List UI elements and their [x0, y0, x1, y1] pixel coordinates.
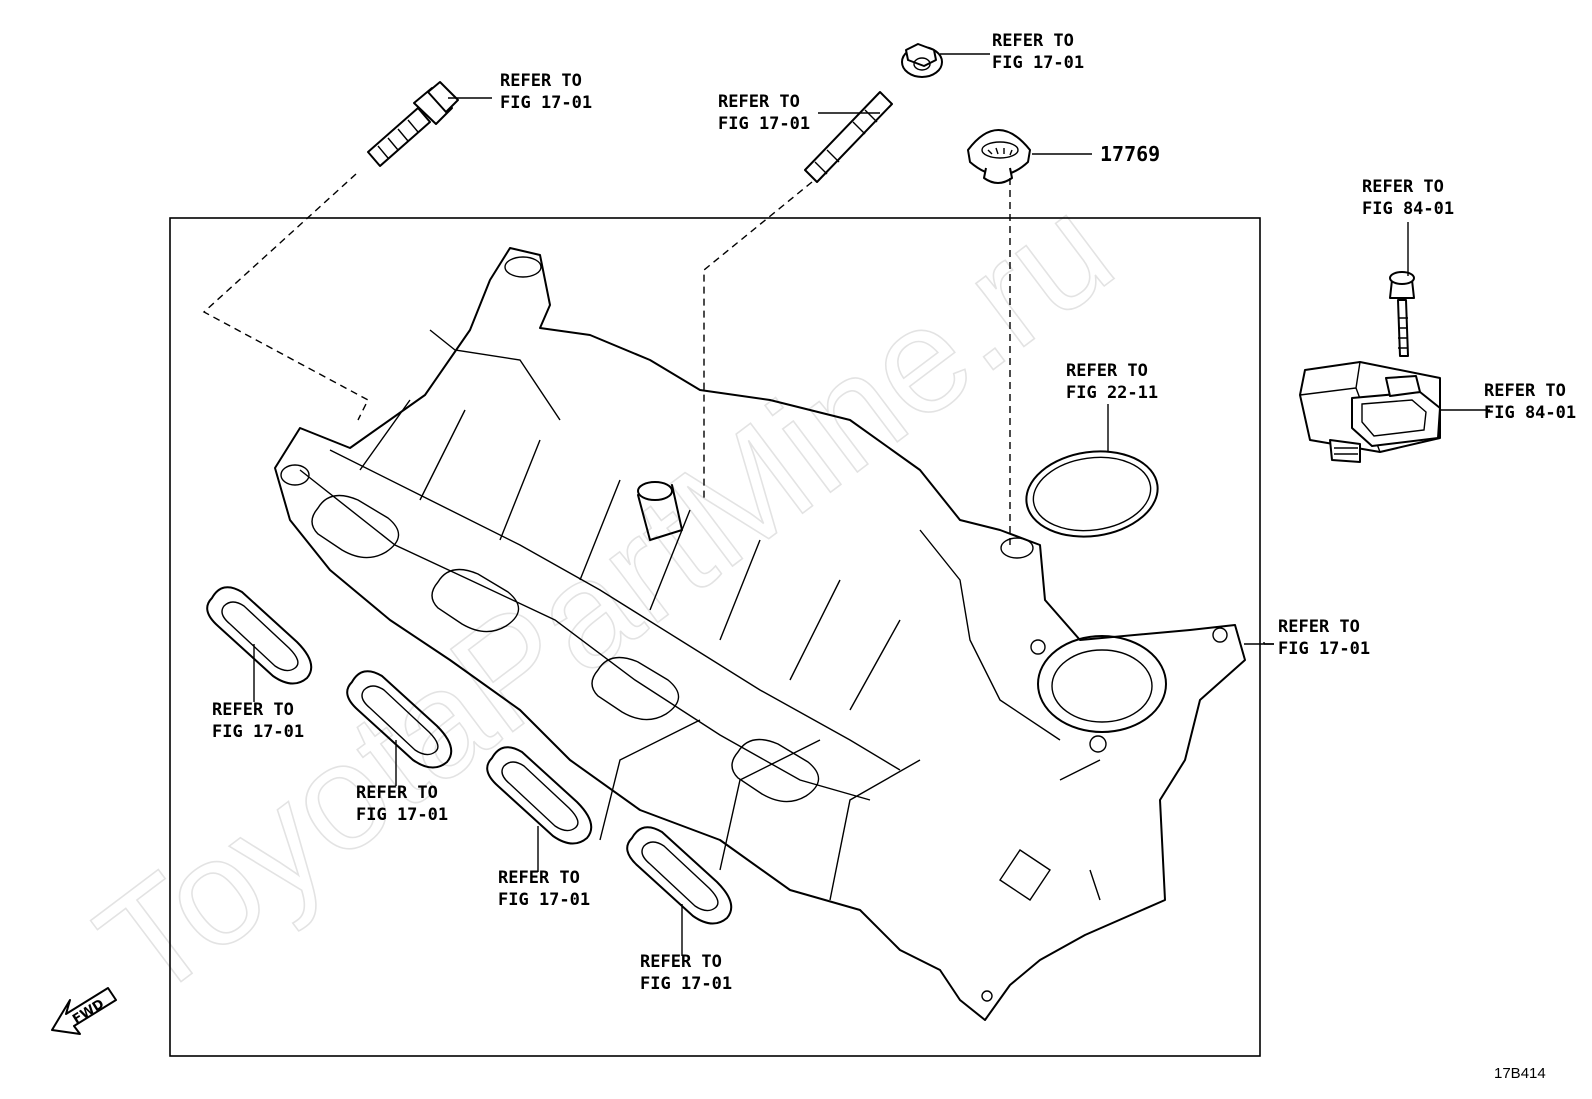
callout-throttle-gasket[interactable]: REFER TO FIG 22-11 — [1066, 361, 1158, 403]
svg-text:REFER TO: REFER TO — [1484, 381, 1566, 401]
manifold-pressure-sensor[interactable] — [1299, 361, 1441, 463]
callout-bolt-top-left[interactable]: REFER TO FIG 17-01 — [500, 71, 592, 113]
part-number-17769[interactable]: 17769 — [1100, 142, 1160, 166]
svg-text:FIG 17-01: FIG 17-01 — [640, 974, 732, 994]
svg-text:FIG 84-01: FIG 84-01 — [1484, 403, 1576, 423]
watermark-text: ToyotaPartMine.ru — [68, 164, 1141, 1031]
flange-bolt[interactable] — [367, 81, 459, 167]
svg-text:REFER TO: REFER TO — [640, 952, 722, 972]
callout-sensor-bolt[interactable]: REFER TO FIG 84-01 — [1362, 177, 1454, 219]
callout-sensor[interactable]: REFER TO FIG 84-01 — [1484, 381, 1576, 423]
svg-text:FIG 17-01: FIG 17-01 — [1278, 639, 1370, 659]
svg-text:REFER TO: REFER TO — [1362, 177, 1444, 197]
svg-text:FIG 17-01: FIG 17-01 — [992, 53, 1084, 73]
svg-text:FIG 17-01: FIG 17-01 — [212, 722, 304, 742]
throttle-body-gasket[interactable] — [1021, 443, 1163, 545]
svg-text:REFER TO: REFER TO — [1278, 617, 1360, 637]
svg-text:FIG 17-01: FIG 17-01 — [356, 805, 448, 825]
sensor-bolt[interactable] — [1389, 271, 1415, 357]
intake-gasket-4[interactable] — [626, 826, 733, 925]
callout-gasket-1[interactable]: REFER TO FIG 17-01 — [212, 700, 304, 742]
svg-text:REFER TO: REFER TO — [500, 71, 582, 91]
svg-text:REFER TO: REFER TO — [992, 31, 1074, 51]
svg-text:FIG 17-01: FIG 17-01 — [718, 114, 810, 134]
svg-text:FIG 22-11: FIG 22-11 — [1066, 383, 1158, 403]
svg-text:REFER TO: REFER TO — [212, 700, 294, 720]
svg-text:FIG 84-01: FIG 84-01 — [1362, 199, 1454, 219]
intake-gasket-3[interactable] — [486, 746, 593, 845]
intake-gasket-1[interactable] — [206, 586, 313, 685]
svg-text:REFER TO: REFER TO — [356, 783, 438, 803]
flange-nut[interactable] — [901, 43, 943, 78]
svg-text:REFER TO: REFER TO — [1066, 361, 1148, 381]
callout-nut-top[interactable]: REFER TO FIG 17-01 — [992, 31, 1084, 73]
svg-text:REFER TO: REFER TO — [718, 92, 800, 112]
part-17769-plug[interactable] — [967, 129, 1031, 184]
svg-text:FIG 17-01: FIG 17-01 — [500, 93, 592, 113]
svg-text:FIG 17-01: FIG 17-01 — [498, 890, 590, 910]
fwd-direction-arrow: FWD — [51, 987, 117, 1035]
assembly-frame — [169, 217, 1261, 1057]
stud-bolt[interactable] — [804, 91, 893, 183]
callout-stud-top[interactable]: REFER TO FIG 17-01 — [718, 92, 810, 134]
callout-manifold[interactable]: REFER TO FIG 17-01 — [1278, 617, 1370, 659]
callout-gasket-2[interactable]: REFER TO FIG 17-01 — [356, 783, 448, 825]
intake-gasket-2[interactable] — [346, 670, 453, 769]
callout-gasket-4[interactable]: REFER TO FIG 17-01 — [640, 952, 732, 994]
intake-manifold[interactable] — [274, 247, 1246, 1021]
svg-text:REFER TO: REFER TO — [498, 868, 580, 888]
diagram-code: 17B414 — [1494, 1065, 1546, 1082]
callout-gasket-3[interactable]: REFER TO FIG 17-01 — [498, 868, 590, 910]
leader-lines — [202, 53, 1490, 956]
